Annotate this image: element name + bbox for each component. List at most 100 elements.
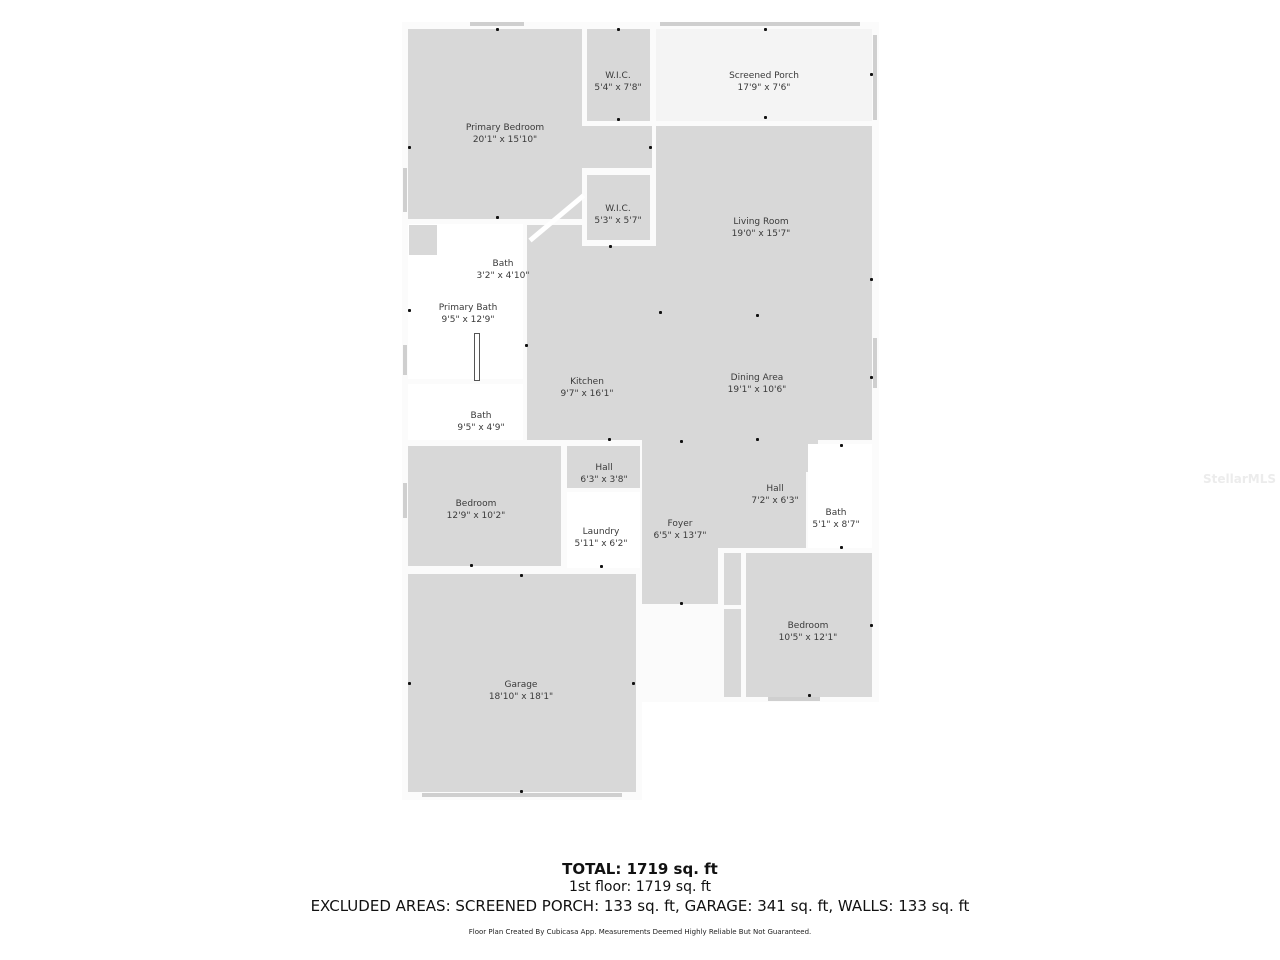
measure-marker: [870, 73, 873, 76]
measure-marker: [525, 344, 528, 347]
closet: [538, 493, 560, 566]
room-dimensions: 6'3" x 3'8": [580, 475, 628, 485]
room-dimensions: 5'1" x 8'7": [812, 520, 860, 530]
room-primary-bedroom-ext: [582, 126, 652, 168]
room-name: Hall: [766, 484, 784, 494]
room-dimensions: 19'0" x 15'7": [731, 229, 791, 239]
measure-marker: [496, 216, 499, 219]
measure-marker: [408, 682, 411, 685]
room-name: Bath: [825, 508, 847, 518]
room-dimensions: 17'9" x 7'6": [737, 83, 791, 93]
room-name: Laundry: [582, 527, 620, 537]
measure-marker: [808, 694, 811, 697]
measure-marker: [756, 438, 759, 441]
measure-marker: [632, 682, 635, 685]
room-foyer: [642, 440, 718, 604]
room-dimensions: 3'2" x 4'10": [476, 271, 530, 281]
fixture: [409, 225, 437, 255]
window: [768, 697, 820, 701]
label-wic-2: W.I.C. 5'3" x 5'7": [594, 203, 641, 227]
label-bath-small: Bath 3'2" x 4'10": [477, 258, 530, 282]
disclaimer-note: Floor Plan Created By Cubicasa App. Meas…: [468, 928, 812, 936]
room-bath-2: [408, 384, 523, 440]
room-dimensions: 9'5" x 12'9": [441, 315, 495, 325]
room-dimensions: 12'9" x 10'2": [446, 511, 506, 521]
label-primary-bath: Primary Bath 9'5" x 12'9": [439, 302, 498, 326]
window: [470, 22, 524, 26]
window: [873, 338, 877, 388]
room-dimensions: 5'4" x 7'8": [594, 83, 642, 93]
room-dimensions: 9'5" x 4'9": [457, 423, 505, 433]
measure-marker: [870, 624, 873, 627]
room-kitchen: [527, 246, 656, 440]
room-name: Bedroom: [787, 621, 829, 631]
room-name: Screened Porch: [729, 71, 799, 81]
label-bath-3: Bath 5'1" x 8'7": [812, 507, 859, 531]
room-dimensions: 10'5" x 12'1": [778, 633, 838, 643]
measure-marker: [408, 146, 411, 149]
closet: [724, 553, 741, 605]
measure-marker: [617, 118, 620, 121]
label-bedroom-2: Bedroom 10'5" x 12'1": [779, 620, 838, 644]
label-laundry: Laundry 5'11" x 6'2": [575, 526, 628, 550]
room-living-dining: [656, 126, 872, 440]
room-name: Hall: [595, 463, 613, 473]
room-dimensions: 6'5" x 13'7": [653, 531, 707, 541]
room-bedroom-1: [408, 446, 561, 566]
label-primary-bedroom: Primary Bedroom 20'1" x 15'10": [466, 122, 544, 146]
room-screened-porch: [656, 29, 872, 121]
measure-marker: [870, 278, 873, 281]
measure-marker: [520, 790, 523, 793]
room-name: Foyer: [667, 519, 693, 529]
measure-marker: [470, 564, 473, 567]
room-name: Kitchen: [570, 377, 604, 387]
room-wic-2: [587, 175, 650, 240]
window: [873, 35, 877, 120]
room-bath-3: [808, 444, 872, 548]
room-name: Dining Area: [730, 373, 784, 383]
measure-marker: [840, 444, 843, 447]
room-name: Bedroom: [455, 499, 497, 509]
label-foyer: Foyer 6'5" x 13'7": [654, 518, 707, 542]
label-kitchen: Kitchen 9'7" x 16'1": [561, 376, 614, 400]
measure-marker: [608, 438, 611, 441]
label-bath-2: Bath 9'5" x 4'9": [457, 410, 504, 434]
measure-marker: [649, 146, 652, 149]
room-wic-1: [587, 29, 650, 121]
room-dimensions: 5'3" x 5'7": [594, 216, 642, 226]
label-bedroom-1: Bedroom 12'9" x 10'2": [447, 498, 506, 522]
measure-marker: [680, 440, 683, 443]
window: [403, 168, 407, 212]
room-name: Primary Bedroom: [465, 123, 545, 133]
room-dimensions: 20'1" x 15'10": [472, 135, 538, 145]
measure-marker: [496, 28, 499, 31]
room-name: Bath: [492, 259, 514, 269]
room-dimensions: 9'7" x 16'1": [560, 389, 614, 399]
measure-marker: [764, 28, 767, 31]
room-name: Bath: [470, 411, 492, 421]
measure-marker: [870, 376, 873, 379]
shower-divider: [474, 333, 480, 381]
window: [403, 483, 407, 518]
measure-marker: [408, 309, 411, 312]
measure-marker: [600, 565, 603, 568]
room-laundry: [567, 492, 640, 568]
window: [660, 22, 860, 26]
room-bedroom-2: [746, 553, 872, 697]
room-dimensions: 19'1" x 10'6": [727, 385, 787, 395]
measure-marker: [609, 245, 612, 248]
room-name: Primary Bath: [438, 303, 498, 313]
measure-marker: [680, 602, 683, 605]
room-dimensions: 18'10" x 18'1": [488, 692, 554, 702]
room-garage: [408, 574, 636, 792]
room-name: W.I.C.: [605, 204, 631, 214]
closet: [724, 609, 741, 697]
room-dimensions: 5'11" x 6'2": [574, 539, 628, 549]
measure-marker: [764, 116, 767, 119]
excluded-areas: EXCLUDED AREAS: SCREENED PORCH: 133 sq. …: [310, 897, 970, 915]
closet: [724, 512, 759, 548]
label-dining-area: Dining Area 19'1" x 10'6": [728, 372, 787, 396]
